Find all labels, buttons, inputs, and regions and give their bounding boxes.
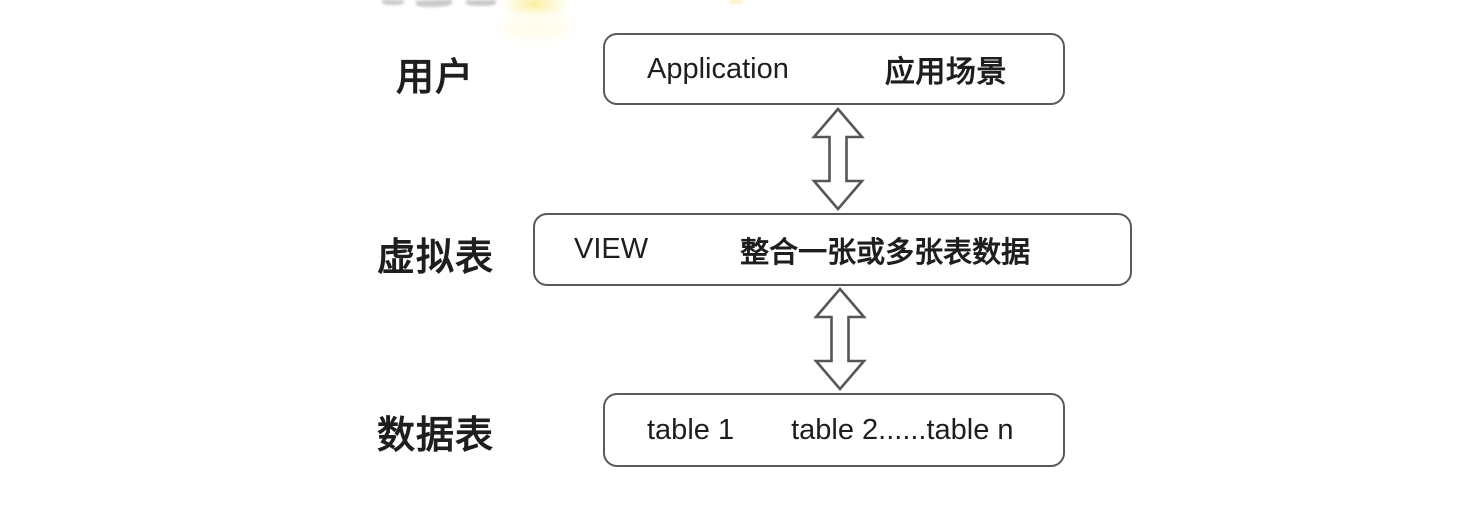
top-edge-smudge [415,0,453,8]
application-box-primary-text: Application [647,52,789,85]
tables-box: table 1 table 2......table n [603,393,1065,467]
row-label-data-table: 数据表 [377,415,495,457]
view-box-secondary-text: 整合一张或多张表数据 [740,236,1031,269]
view-box: VIEW 整合一张或多张表数据 [533,213,1132,286]
yellow-highlight-glow [500,14,572,40]
application-box-secondary-text: 应用场景 [884,56,1007,89]
tables-box-primary-text: table 1 [647,413,735,446]
row-label-virtual-table: 虚拟表 [377,237,495,279]
view-box-primary-text: VIEW [574,233,649,265]
double-arrow-icon [811,107,865,211]
application-box: Application 应用场景 [603,33,1065,105]
yellow-highlight-speck [729,0,743,4]
row-label-user: 用户 [396,57,475,99]
double-arrow-icon [813,287,867,391]
top-edge-smudge [382,0,404,5]
tables-box-secondary-text: table 2......table n [791,413,1014,446]
top-edge-smudge [466,0,496,6]
